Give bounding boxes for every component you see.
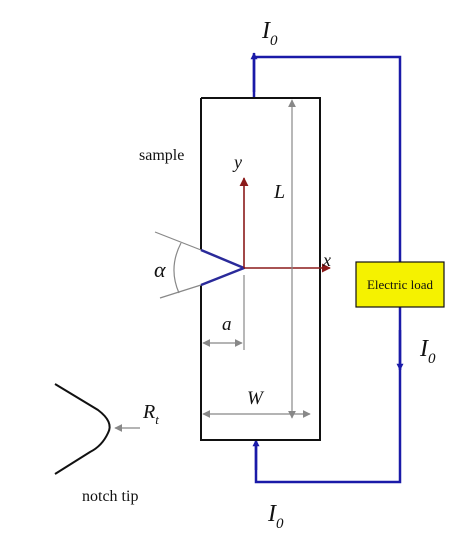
current-label-right: I0 bbox=[419, 336, 436, 367]
svg-text:I0: I0 bbox=[261, 18, 278, 49]
tip-radius-symbol: R bbox=[142, 401, 155, 423]
sample-label: sample bbox=[139, 147, 184, 164]
current-top-subscript: 0 bbox=[270, 33, 278, 49]
wire-top bbox=[252, 55, 402, 262]
svg-text:I0: I0 bbox=[267, 501, 284, 532]
electric-load-box bbox=[355, 261, 445, 308]
notch-angle-line-lower bbox=[159, 284, 202, 299]
current-top-symbol: I bbox=[261, 18, 271, 44]
notch-angle-arc bbox=[173, 242, 182, 294]
wire-bottom bbox=[254, 307, 402, 484]
tip-radius-label: Rt bbox=[142, 401, 159, 427]
sample-outline bbox=[200, 97, 321, 441]
width-label: W bbox=[247, 388, 265, 409]
electric-load-label: Electric load bbox=[367, 277, 434, 292]
notch-tip-curve bbox=[54, 383, 111, 475]
notch-angle-line-upper bbox=[154, 231, 202, 251]
svg-text:I0: I0 bbox=[419, 336, 436, 367]
x-axis-label: x bbox=[322, 250, 331, 270]
svg-text:Rt: Rt bbox=[142, 401, 159, 427]
current-bottom-subscript: 0 bbox=[276, 516, 284, 532]
notch-angle-label: α bbox=[154, 257, 166, 282]
notch-tip-label: notch tip bbox=[82, 488, 138, 505]
current-right-symbol: I bbox=[419, 336, 429, 362]
length-label: L bbox=[273, 181, 285, 203]
crack-length-label: a bbox=[222, 314, 232, 335]
current-bottom-symbol: I bbox=[267, 501, 277, 527]
current-right-subscript: 0 bbox=[428, 351, 436, 367]
tip-radius-subscript: t bbox=[155, 412, 159, 427]
current-label-bottom: I0 bbox=[267, 501, 284, 532]
circuit-wires bbox=[250, 52, 404, 484]
y-axis-label: y bbox=[232, 152, 242, 172]
v-notch bbox=[200, 248, 246, 287]
current-label-top: I0 bbox=[261, 18, 278, 49]
